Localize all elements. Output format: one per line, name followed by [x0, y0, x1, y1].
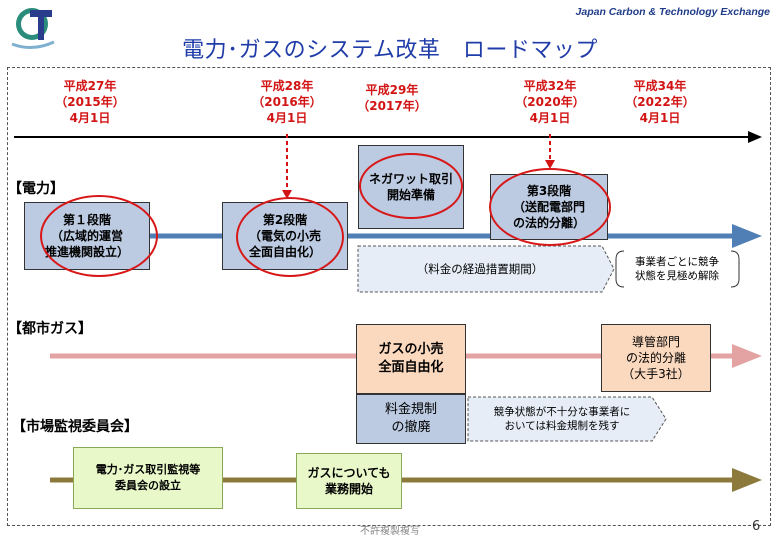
copyright-notice: 不許複製複写 — [360, 526, 420, 537]
section-gas: 【都市ガス】 — [8, 321, 92, 337]
committee-establish-box: 電力･ガス取引監視等 委員会の設立 — [73, 447, 223, 509]
transition-period-shape — [357, 245, 615, 293]
gas-liberalization-box: ガスの小売 全面自由化 — [356, 324, 466, 394]
date-2017: 平成29年（2017年） — [357, 83, 427, 113]
rate-removal-box: 料金規制 の撤廃 — [356, 394, 466, 444]
rate-note-shape — [467, 396, 667, 442]
highlight-negawatt — [359, 153, 463, 219]
transition-period-label: （料金の経過措置期間） — [416, 262, 544, 276]
gas-arrowhead — [732, 344, 762, 368]
judgement-note: 事業者ごとに競争 状態を見極め解除 — [635, 256, 719, 282]
connector-2020-head — [545, 160, 555, 169]
section-committee: 【市場監視委員会】 — [12, 419, 138, 435]
highlight-stage3 — [489, 168, 611, 246]
electric-arrowhead — [732, 224, 762, 248]
page-number: 6 — [752, 519, 761, 534]
rate-note: 競争状態が不十分な事業者に おいては料金規制を残す — [493, 406, 631, 432]
timeline-arrowhead — [748, 131, 762, 143]
logo-icon — [11, 8, 55, 49]
brand-name: Japan Carbon & Technology Exchange — [575, 6, 770, 18]
committee-arrowhead — [732, 468, 762, 492]
date-2015: 平成27年（2015年）4月1日 — [55, 79, 125, 125]
content-frame — [7, 67, 771, 526]
connector-2016-head — [282, 190, 292, 199]
date-2022: 平成34年（2022年）4月1日 — [625, 79, 695, 125]
gas-separation-box: 導管部門 の法的分離 （大手3社） — [601, 324, 711, 392]
section-electric: 【電力】 — [8, 181, 64, 197]
highlight-stage2 — [236, 197, 344, 277]
date-2016: 平成28年（2016年）4月1日 — [252, 79, 322, 125]
committee-gas-ops-box: ガスについても 業務開始 — [296, 453, 402, 509]
page-title: 電力･ガスのシステム改革 ロードマップ — [182, 38, 598, 63]
logo — [8, 4, 58, 54]
judgement-bracket-left — [615, 250, 625, 288]
highlight-stage1 — [40, 195, 158, 277]
date-2020: 平成32年（2020年）4月1日 — [515, 79, 585, 125]
judgement-bracket-right — [730, 250, 740, 288]
